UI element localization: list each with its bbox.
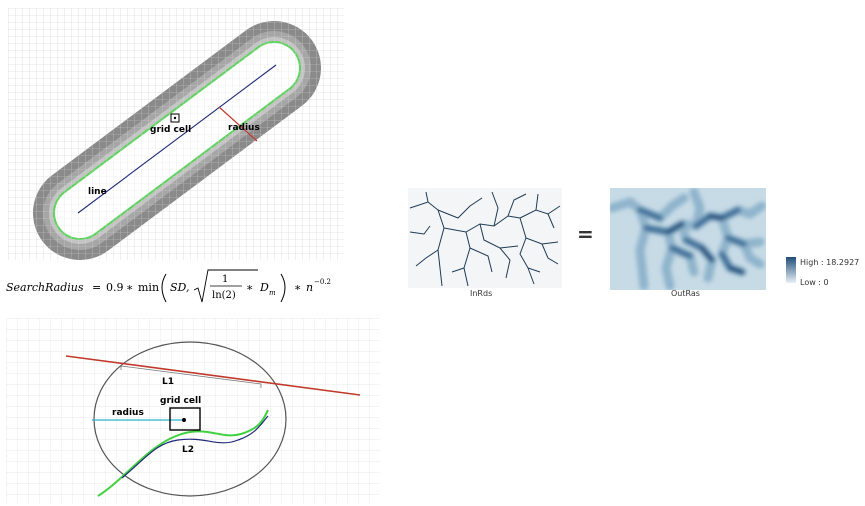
grid-cell-center <box>173 116 177 120</box>
grid-cell-center <box>182 418 186 422</box>
search-radius-formula: SearchRadius = 0.9 ∗ min SD, 1 ln(2) ∗ D… <box>6 269 331 303</box>
search-circle-diagram: L1 L2 radius grid cell <box>6 318 380 504</box>
formula-times-1: ∗ <box>126 281 133 294</box>
input-roads-map <box>408 188 562 288</box>
grid-cell-label: grid cell <box>150 125 191 135</box>
radius-label: radius <box>112 408 144 418</box>
output-density-map <box>610 188 766 290</box>
formula-sd: SD, <box>170 281 189 294</box>
line-label: line <box>88 187 107 197</box>
grid-cell-label: grid cell <box>160 396 201 406</box>
right-paren <box>280 273 286 303</box>
formula-dm-sub: m <box>269 289 276 297</box>
formula-lhs: SearchRadius <box>6 281 84 294</box>
formula-ln2: ln(2) <box>212 290 236 301</box>
formula-times-2: ∗ <box>246 281 253 294</box>
formula-min: min <box>138 281 159 294</box>
formula-exponent: −0.2 <box>314 278 331 286</box>
formula-times-3: ∗ <box>294 281 301 294</box>
line-L1 <box>65 355 361 396</box>
L2-label: L2 <box>182 445 194 455</box>
formula-equals: = <box>92 281 101 294</box>
legend-low: Low : 0 <box>800 278 829 287</box>
line-L2 <box>121 415 269 479</box>
radius-label: radius <box>228 123 260 133</box>
legend-high: High : 18.2927 <box>800 258 860 267</box>
formula-dm: D <box>259 281 269 294</box>
search-circle <box>93 341 287 497</box>
line-feature <box>77 64 277 214</box>
left-paren <box>161 273 167 303</box>
output-caption: OutRas <box>671 289 700 298</box>
legend-color-ramp <box>786 257 796 283</box>
L1-label: L1 <box>162 377 174 387</box>
formula-coef: 0.9 <box>106 281 124 294</box>
radius-line <box>218 106 258 142</box>
sqrt-sign <box>193 269 258 303</box>
buffer-diagram: grid cell radius line <box>8 8 344 260</box>
formula-n: n <box>306 281 313 294</box>
formula-one: 1 <box>222 274 228 285</box>
L1-measure <box>120 365 262 388</box>
line-L2-green <box>97 409 269 497</box>
equals-sign: = <box>577 222 594 246</box>
grid-cell-box <box>169 407 201 431</box>
grid-background <box>6 318 380 504</box>
input-caption: InRds <box>470 289 493 298</box>
